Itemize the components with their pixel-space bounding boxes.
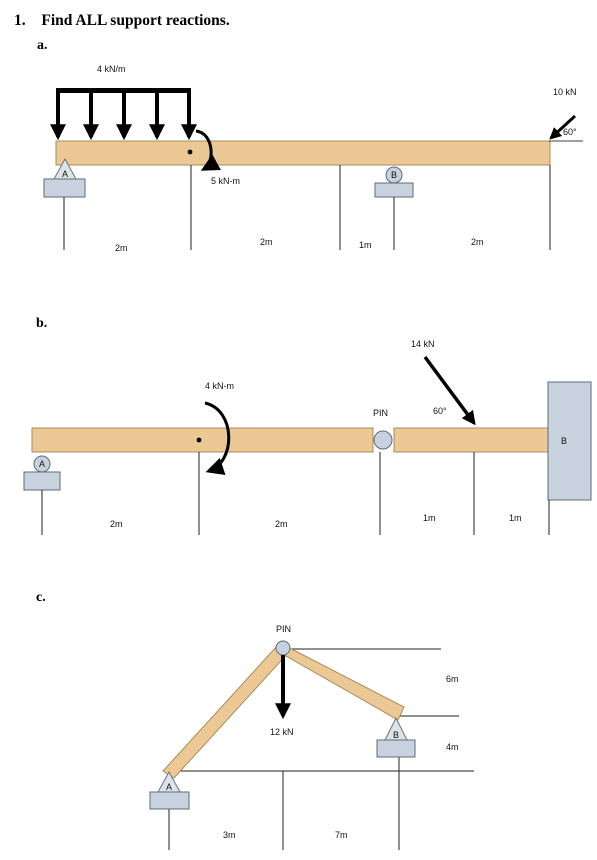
- udl-label-a: 4 kN/m: [97, 64, 126, 74]
- dim-a-3: 1m: [359, 240, 372, 250]
- fixed-wall-b: B: [547, 381, 592, 501]
- question-number: 1.: [14, 12, 26, 29]
- dim-a-2: 2m: [260, 237, 273, 247]
- load-angle-label-b: 60°: [433, 406, 447, 416]
- support-a-pin-c: A: [149, 770, 190, 810]
- dim-a-1: 2m: [115, 243, 128, 253]
- question-title: Find ALL support reactions.: [41, 12, 230, 29]
- pin-label-c: PIN: [276, 624, 291, 634]
- pin-label-b: PIN: [373, 408, 388, 418]
- part-a-label: a.: [37, 38, 48, 53]
- support-b-pin-c: B: [376, 716, 416, 758]
- top-pin-c: [275, 640, 291, 656]
- internal-pin-b: [373, 430, 393, 450]
- part-b-label: b.: [36, 316, 48, 331]
- point-load-label-a: 10 kN: [553, 87, 577, 97]
- support-a-roller-b: A: [23, 455, 61, 491]
- dim-c-v2: 4m: [446, 742, 459, 752]
- member-left-c: [162, 644, 290, 779]
- member-right-c: [278, 641, 405, 721]
- moment-label-a: 5 kN-m: [211, 176, 240, 186]
- point-load-label-c: 12 kN: [270, 727, 294, 737]
- moment-label-b: 4 kN-m: [205, 381, 234, 391]
- support-a-label-b: A: [39, 459, 45, 469]
- support-a-label: A: [62, 169, 68, 179]
- distributed-load-a: [50, 88, 197, 141]
- moment-b: [196, 401, 231, 475]
- dim-b-4: 1m: [509, 513, 522, 523]
- dimension-lines-a: [63, 165, 551, 250]
- beam-b-left: [31, 427, 374, 453]
- dimension-lines-b: [41, 452, 550, 535]
- beam-a: [55, 140, 551, 166]
- beam-b-right: [393, 427, 549, 453]
- part-c-label: c.: [36, 590, 46, 605]
- dim-a-4: 2m: [471, 237, 484, 247]
- dim-b-2: 2m: [275, 519, 288, 529]
- point-load-arrow-b: [423, 355, 476, 426]
- point-load-arrow-a: [549, 114, 577, 140]
- support-a-pin: A: [43, 157, 86, 198]
- dim-c-v1: 6m: [446, 674, 459, 684]
- support-b-label-b: B: [561, 436, 567, 446]
- support-b-label-c: B: [393, 730, 399, 740]
- part-c-diagram: PIN 12 kN A B 3m 7m 6m 4m: [149, 624, 474, 850]
- part-a-diagram: 4 kN/m 5 kN-m 10 kN 60° A B: [43, 64, 583, 253]
- dim-c-h1: 3m: [223, 830, 236, 840]
- dim-b-1: 2m: [110, 519, 123, 529]
- support-b-label: B: [391, 170, 397, 180]
- support-a-label-c: A: [166, 782, 172, 792]
- part-b-diagram: PIN 4 kN-m 14 kN 60° A B 2m: [23, 339, 592, 535]
- reference-lines-c: [168, 648, 474, 850]
- dim-b-3: 1m: [423, 513, 436, 523]
- moment-a: [187, 129, 221, 171]
- support-b-roller: B: [374, 166, 414, 198]
- load-angle-label-a: 60°: [563, 127, 577, 137]
- point-load-label-b: 14 kN: [411, 339, 435, 349]
- dim-c-h2: 7m: [335, 830, 348, 840]
- question-heading: 1. Find ALL support reactions.: [14, 12, 230, 30]
